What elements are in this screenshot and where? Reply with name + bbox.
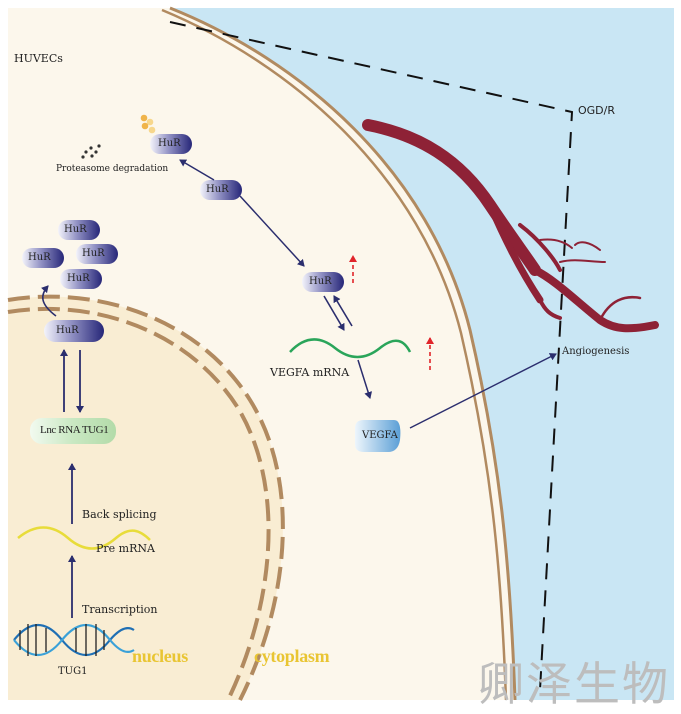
condition-label: OGD/R [578, 104, 616, 117]
vegfa-protein-label: VEGFA [362, 430, 398, 441]
transcription-label: Transcription [82, 603, 158, 616]
hur-protein-degraded [150, 134, 192, 154]
hur-label-mrna: HuR [309, 276, 332, 287]
vegfa-protein [355, 420, 401, 452]
ubiquitin-chain [140, 114, 156, 134]
hur-protein-nucleus [44, 320, 104, 342]
blood-vessel [362, 119, 659, 333]
hur-label-nucleus: HuR [56, 325, 79, 336]
proteasome-label: Proteasome degradation [56, 164, 169, 174]
dna-helix [13, 624, 135, 656]
mrna-binds-hur-arrow [333, 295, 353, 327]
lncrna-box [30, 418, 116, 444]
hur-label-cytoplasm: HuR [206, 184, 229, 195]
watermark-text: 卿泽生物 [478, 657, 670, 711]
hur-export-arrow [41, 285, 57, 317]
hur-cluster [22, 220, 118, 289]
hur-protein-cytoplasm [200, 180, 242, 200]
lncrna-label: Lnc RNA TUG1 [40, 424, 109, 436]
hur-binds-mrna-arrow [323, 295, 345, 331]
hur-protein-mrna-bound [302, 272, 344, 292]
hur-label-cluster-2: HuR [28, 252, 51, 263]
vegfa-mrna-label: VEGFA mRNA [270, 366, 350, 379]
pre-mrna-strand [17, 526, 151, 550]
cell-membrane-inner [161, 8, 508, 701]
nuclear-envelope-outer [7, 294, 285, 701]
ogd-r-boundary [169, 21, 574, 691]
cell-membrane-outer [169, 6, 517, 701]
hur-label-cluster-3: HuR [82, 248, 105, 259]
cytoplasm-label: cytoplasm [254, 646, 330, 666]
nucleus-region [8, 296, 283, 700]
cell-type-label: HUVECs [14, 52, 63, 65]
hur-to-degradation-arrow [179, 159, 215, 181]
hur-label-cluster-4: HuR [67, 273, 90, 284]
angiogenesis-arrow [409, 353, 557, 429]
back-splicing-label: Back splicing [82, 508, 157, 521]
gene-label: TUG1 [58, 666, 88, 677]
hur-to-mrna-arrow [239, 195, 305, 267]
hur-label-cluster-1: HuR [64, 224, 87, 235]
translation-arrow [357, 359, 373, 399]
pre-mrna-label: Pre mRNA [96, 542, 155, 555]
nucleus-label: nucleus [132, 646, 188, 666]
nuclear-envelope-inner [7, 307, 271, 701]
vegfa-mrna-strand [289, 338, 412, 359]
angiogenesis-label: Angiogenesis [562, 346, 630, 357]
proteasome-dots [81, 144, 101, 159]
hur-label-degraded: HuR [158, 138, 181, 149]
